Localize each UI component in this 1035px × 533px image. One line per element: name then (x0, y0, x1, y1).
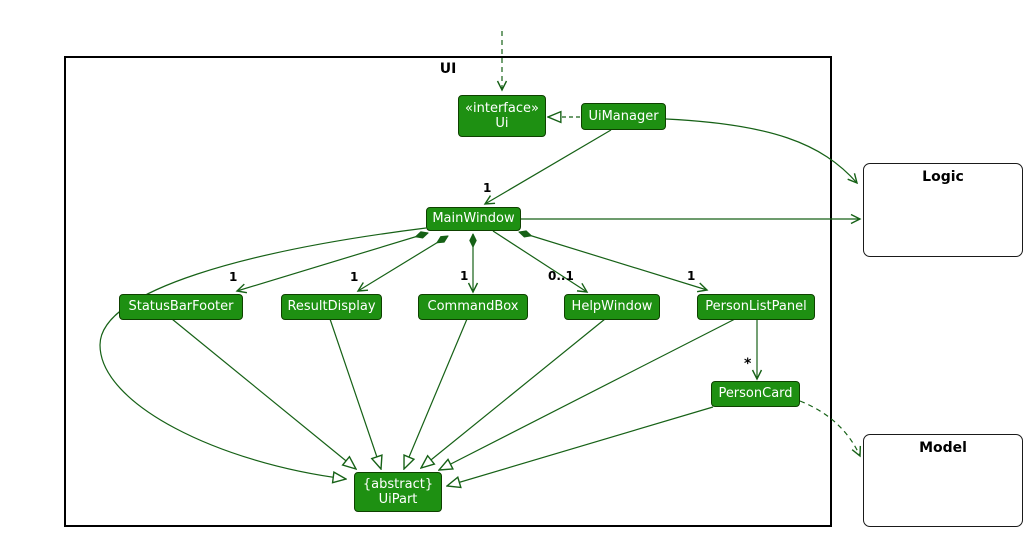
edge-helpwindow-extends-uipart (421, 318, 606, 468)
package-logic: Logic (863, 163, 1023, 257)
class-resultdisplay-name: ResultDisplay (287, 299, 376, 315)
class-statusbarfooter: StatusBarFooter (119, 294, 243, 320)
edge-personcard-to-model (799, 400, 860, 456)
multiplicity-resultdisplay: 1 (350, 270, 359, 284)
package-model: Model (863, 434, 1023, 527)
class-mainwindow-name: MainWindow (432, 211, 515, 227)
edge-resultdisplay-extends-uipart (329, 318, 381, 469)
edge-commandbox-extends-uipart (404, 318, 468, 469)
multiplicity-commandbox: 1 (460, 269, 469, 283)
edge-mainwindow-composes-personlistpanel (519, 232, 707, 290)
class-uimanager: UiManager (581, 103, 666, 130)
class-commandbox: CommandBox (418, 294, 528, 320)
package-ui-label: UI (439, 61, 457, 77)
edge-personcard-extends-uipart (447, 406, 714, 486)
class-personlistpanel: PersonListPanel (697, 294, 815, 320)
edge-personlistpanel-extends-uipart (439, 318, 736, 470)
multiplicity-statusbarfooter: 1 (229, 270, 238, 284)
class-personcard-name: PersonCard (718, 386, 793, 402)
class-ui-name: Ui (495, 116, 509, 131)
class-ui-interface: «interface» Ui (458, 95, 546, 137)
edge-mainwindow-composes-resultdisplay (358, 236, 448, 291)
class-personlistpanel-name: PersonListPanel (705, 299, 807, 315)
class-statusbarfooter-name: StatusBarFooter (128, 299, 234, 315)
class-uipart: {abstract} UiPart (354, 472, 442, 512)
class-personcard: PersonCard (711, 381, 800, 407)
class-helpwindow: HelpWindow (564, 294, 660, 320)
class-helpwindow-name: HelpWindow (571, 299, 653, 315)
edge-statusbarfooter-extends-uipart (171, 318, 356, 469)
class-commandbox-name: CommandBox (427, 299, 519, 315)
edge-uimanager-to-mainwindow (485, 129, 612, 204)
package-model-label: Model (919, 440, 967, 456)
edge-mainwindow-extends-uipart (99, 227, 427, 479)
class-uimanager-name: UiManager (588, 108, 659, 124)
multiplicity-personlistpanel: 1 (687, 269, 696, 283)
multiplicity-uimanager-mainwindow: 1 (483, 181, 492, 195)
class-ui-stereotype: «interface» (465, 100, 539, 116)
multiplicity-helpwindow: 0..1 (548, 269, 574, 283)
package-logic-label: Logic (922, 169, 964, 185)
class-uipart-name: UiPart (378, 492, 418, 507)
edge-uimanager-to-logic (665, 118, 857, 183)
multiplicity-personcard: * (744, 356, 752, 372)
class-mainwindow: MainWindow (426, 207, 521, 231)
class-uipart-modifier: {abstract} (362, 476, 434, 492)
class-resultdisplay: ResultDisplay (281, 294, 382, 320)
